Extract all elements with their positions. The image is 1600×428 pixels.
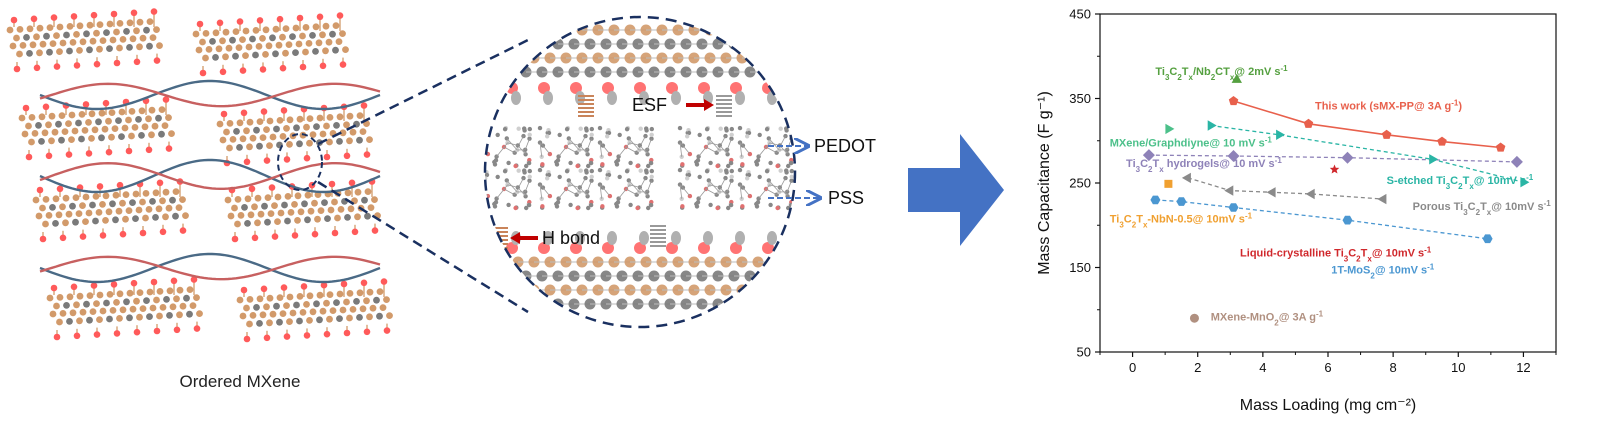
series-annotation: MXene-MnO2@ 3A g-1	[1211, 309, 1324, 327]
ordered-mxene-schematic	[6, 8, 393, 343]
data-point	[1495, 142, 1506, 152]
data-point	[1305, 188, 1315, 200]
mxene-sheet	[32, 178, 189, 243]
series-annotation: Porous Ti3C2Tx@ 10mV s-1	[1413, 199, 1552, 217]
series-line	[1187, 177, 1384, 200]
data-point	[1165, 123, 1175, 135]
h-bond-arrow-icon	[510, 232, 538, 244]
x-tick-label: 2	[1194, 360, 1201, 375]
y-tick-label: 150	[1069, 260, 1091, 275]
data-point	[1342, 215, 1353, 225]
series-annotation: This work (sMX-PP@ 3A g-1)	[1315, 98, 1462, 113]
x-tick-label: 10	[1451, 360, 1465, 375]
data-point	[1142, 149, 1155, 162]
x-tick-label: 4	[1259, 360, 1266, 375]
data-point	[1510, 155, 1523, 168]
pss-label: PSS	[828, 188, 864, 208]
data-point	[1176, 197, 1187, 206]
mxene-sheet	[224, 178, 381, 243]
mxene-sheet	[46, 276, 203, 341]
data-point	[1341, 151, 1354, 164]
series-line	[1210, 124, 1524, 183]
zoom-lines	[277, 38, 529, 314]
data-point	[1181, 172, 1191, 184]
data-point	[1482, 234, 1493, 244]
data-point	[1329, 164, 1340, 174]
data-point	[1266, 187, 1276, 198]
data-point	[1228, 96, 1239, 106]
big-right-arrow-icon	[908, 134, 1004, 246]
data-point	[1437, 136, 1447, 146]
series-annotation: Ti3C2Tx/Nb2CTx@ 2mV s-1	[1155, 63, 1288, 81]
x-axis-label: Mass Loading (mg cm⁻²)	[1240, 397, 1417, 414]
data-point	[1207, 120, 1217, 131]
data-point	[1224, 185, 1234, 196]
x-tick-label: 0	[1129, 360, 1136, 375]
mxene-sheet	[6, 8, 163, 73]
data-point	[1231, 73, 1242, 83]
data-point	[1228, 203, 1239, 212]
capacitance-chart: 0 2 4 6 8 10 12 50 150 250 350 450 Ti3C2Tx/Nb2CTx@ …	[1036, 7, 1557, 414]
series-annotation: S-etched Ti3C2Tx@ 10mV s-1	[1387, 172, 1534, 190]
zoom-circle	[483, 15, 797, 329]
y-tick-label: 450	[1069, 7, 1091, 22]
data-point	[1150, 195, 1161, 205]
y-tick-label: 350	[1069, 91, 1091, 106]
polymer-chain	[39, 79, 381, 111]
mxene-sheet	[192, 12, 349, 77]
series-annotation: Ti3C2Tx-NbN-0.5@ 10mV s-1	[1110, 211, 1253, 229]
polymer-chain	[39, 252, 381, 284]
ordered-mxene-caption: Ordered MXene	[179, 372, 301, 391]
data-point	[1520, 177, 1530, 188]
data-point	[1276, 129, 1286, 140]
x-tick-label: 8	[1390, 360, 1397, 375]
y-tick-label: 250	[1069, 176, 1091, 191]
data-point	[1303, 118, 1314, 128]
series-annotation: Liquid-crystalline Ti3C2Tx@ 10mV s-1	[1240, 245, 1432, 263]
esf-label: ESF	[632, 95, 667, 115]
mxene-sheet	[18, 96, 175, 161]
data-point	[1381, 129, 1392, 139]
data-point	[1227, 150, 1240, 162]
esf-arrow-icon	[686, 99, 714, 111]
data-point	[1429, 154, 1439, 165]
series-annotation: 1T-MoS2@ 10mV s-1	[1331, 262, 1435, 280]
y-tick-label: 50	[1077, 345, 1091, 360]
series-annotation: Ti3C2Tx hydrogels@ 10 mV s-1	[1126, 155, 1282, 173]
pedot-label: PEDOT	[814, 136, 876, 156]
series-annotation: MXene/Graphdiyne@ 10 mV s-1	[1110, 135, 1273, 150]
data-point	[1189, 313, 1199, 323]
polymer-chain	[39, 158, 381, 194]
y-axis-label: Mass Capacitance (F g⁻¹)	[1036, 91, 1053, 275]
data-point	[1377, 193, 1387, 205]
x-tick-label: 12	[1516, 360, 1530, 375]
data-point	[1164, 179, 1173, 188]
mxene-sheet	[236, 278, 393, 343]
x-tick-label: 6	[1324, 360, 1331, 375]
h-bond-label: H bond	[542, 228, 600, 248]
